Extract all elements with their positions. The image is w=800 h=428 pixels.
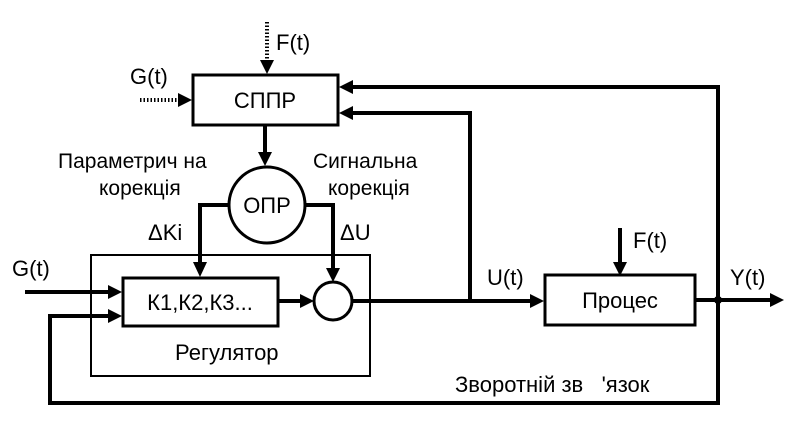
process-block: [543, 273, 697, 327]
y-feedback-to-sppr-line: [353, 85, 720, 300]
parametric-correction-arrowhead: [193, 262, 207, 277]
main-feedback-line: [48, 300, 720, 405]
sppr-to-opr-arrowhead: [258, 152, 272, 166]
parametric-correction-line: [198, 203, 229, 262]
signal-correction-line: [305, 203, 335, 268]
regulator-label: Регулятор: [175, 340, 279, 365]
k-to-sum-arrowhead: [300, 294, 314, 308]
signal-correction-arrowhead: [326, 268, 340, 282]
f-process-arrowhead: [613, 262, 627, 276]
delta-u-label: ΔU: [340, 220, 371, 245]
signal-correction-label-1: Сигнальна: [313, 150, 418, 173]
signal-correction-label-2: корекція: [328, 177, 410, 200]
main-feedback-arrowhead: [108, 309, 122, 323]
process-label: Процес: [582, 288, 658, 313]
delta-k-label: ΔKі: [148, 220, 182, 245]
parametric-correction-label-2: корекція: [99, 177, 181, 200]
y-feedback-to-sppr-arrowhead: [339, 80, 353, 94]
feedback-label: Зворотній зв 'язок: [455, 372, 650, 397]
u-feedback-to-sppr-arrowhead: [339, 106, 353, 120]
u-t-label: U(t): [487, 265, 524, 290]
g-top-label: G(t): [130, 64, 168, 89]
y-output-arrowhead: [770, 293, 784, 307]
g-input-line-arrowhead: [108, 285, 122, 299]
f-top-label: F(t): [276, 30, 310, 55]
summing-junction: [312, 280, 354, 322]
sppr-label: СППР: [234, 88, 296, 113]
parametric-correction-label-1: Параметрич на: [58, 150, 207, 173]
f-input-arrowhead: [260, 60, 274, 74]
f-process-label: F(t): [633, 228, 667, 253]
g-input-arrowhead: [178, 93, 192, 107]
coefficients-block: [121, 276, 280, 328]
coefficients-label: К1,К2,К3...: [147, 290, 253, 315]
g-left-label: G(t): [12, 256, 50, 281]
opr-label: ОПР: [243, 193, 291, 218]
sum-to-process-arrowhead: [530, 294, 544, 308]
y-t-label: Y(t): [730, 265, 765, 290]
u-feedback-to-sppr-line: [353, 111, 472, 301]
